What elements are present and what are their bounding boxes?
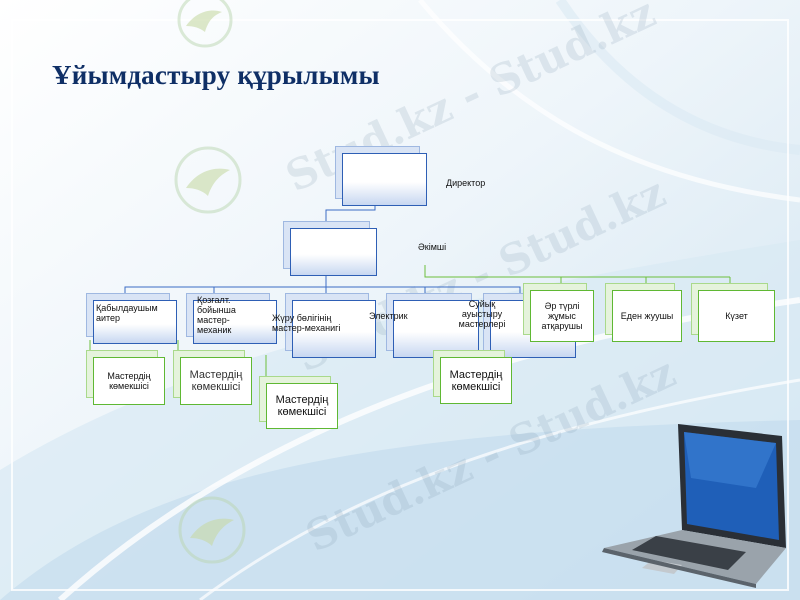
assistant-node: Мастердің көмекшісі: [440, 357, 512, 404]
hummingbird-logo-icon: [174, 146, 242, 214]
department-node: [393, 300, 479, 358]
service-staff-node: Күзет: [698, 290, 775, 342]
laptop-icon: [602, 424, 786, 588]
hummingbird-logo-icon: [177, 0, 233, 48]
department-label: Жүру бөлігінің мастер-механигі: [272, 313, 341, 333]
director-label: Директор: [446, 178, 486, 188]
admin-label: Әкімші: [418, 242, 447, 252]
admin-node: [290, 228, 377, 276]
connector-director-admin: [325, 205, 376, 228]
department-node: [292, 300, 376, 358]
department-node: [93, 300, 177, 344]
department-label: Қабылдаушым аитер: [96, 303, 158, 323]
service-staff-node: Әр түрлі жұмыс атқарушы: [530, 290, 594, 342]
director-node: [342, 153, 427, 206]
page-title: Ұйымдастыру құрылымы: [52, 60, 380, 90]
department-label: Суйық ауыстыру мастерлері: [458, 299, 506, 329]
assistant-node: Мастердің көмекшісі: [180, 357, 252, 405]
department-label: Қозғалт. бойынша мастер-механик: [197, 295, 236, 335]
assistant-node: Мастердің көмекшісі: [93, 357, 165, 405]
assistant-node: Мастердің көмекшісі: [266, 383, 338, 429]
hummingbird-logo-icon: [178, 496, 246, 564]
service-staff-node: Еден жуушы: [612, 290, 682, 342]
department-label: Электрик: [369, 311, 408, 321]
department-node: [193, 300, 277, 344]
